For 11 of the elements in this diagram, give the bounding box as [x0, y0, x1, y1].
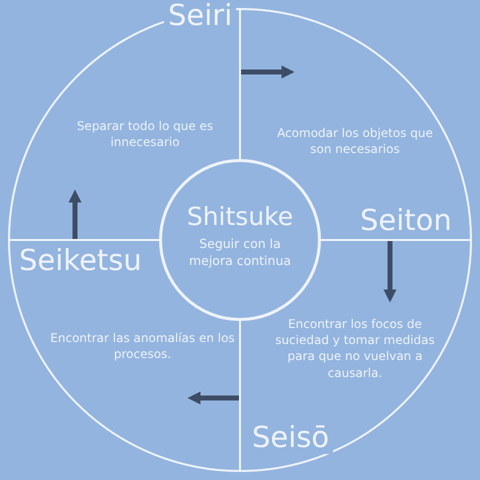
arrow — [188, 392, 239, 404]
step-description: Encontrar las anomalías en los procesos. — [50, 330, 235, 362]
center-heading: Shitsuke — [186, 202, 294, 232]
center-circle — [160, 160, 320, 320]
arrow — [68, 190, 82, 239]
step-description: Encontrar los focos de suciedad y tomar medidas para que no vuelvan a causarla. — [274, 316, 436, 381]
arrow — [384, 241, 396, 302]
center-description: Seguir con la mejora continua — [188, 236, 292, 270]
arrow — [241, 66, 294, 78]
step-description: Separar todo lo que es innecesario — [76, 118, 214, 150]
step-description: Acomodar los objetos que son necesarios — [276, 125, 434, 158]
